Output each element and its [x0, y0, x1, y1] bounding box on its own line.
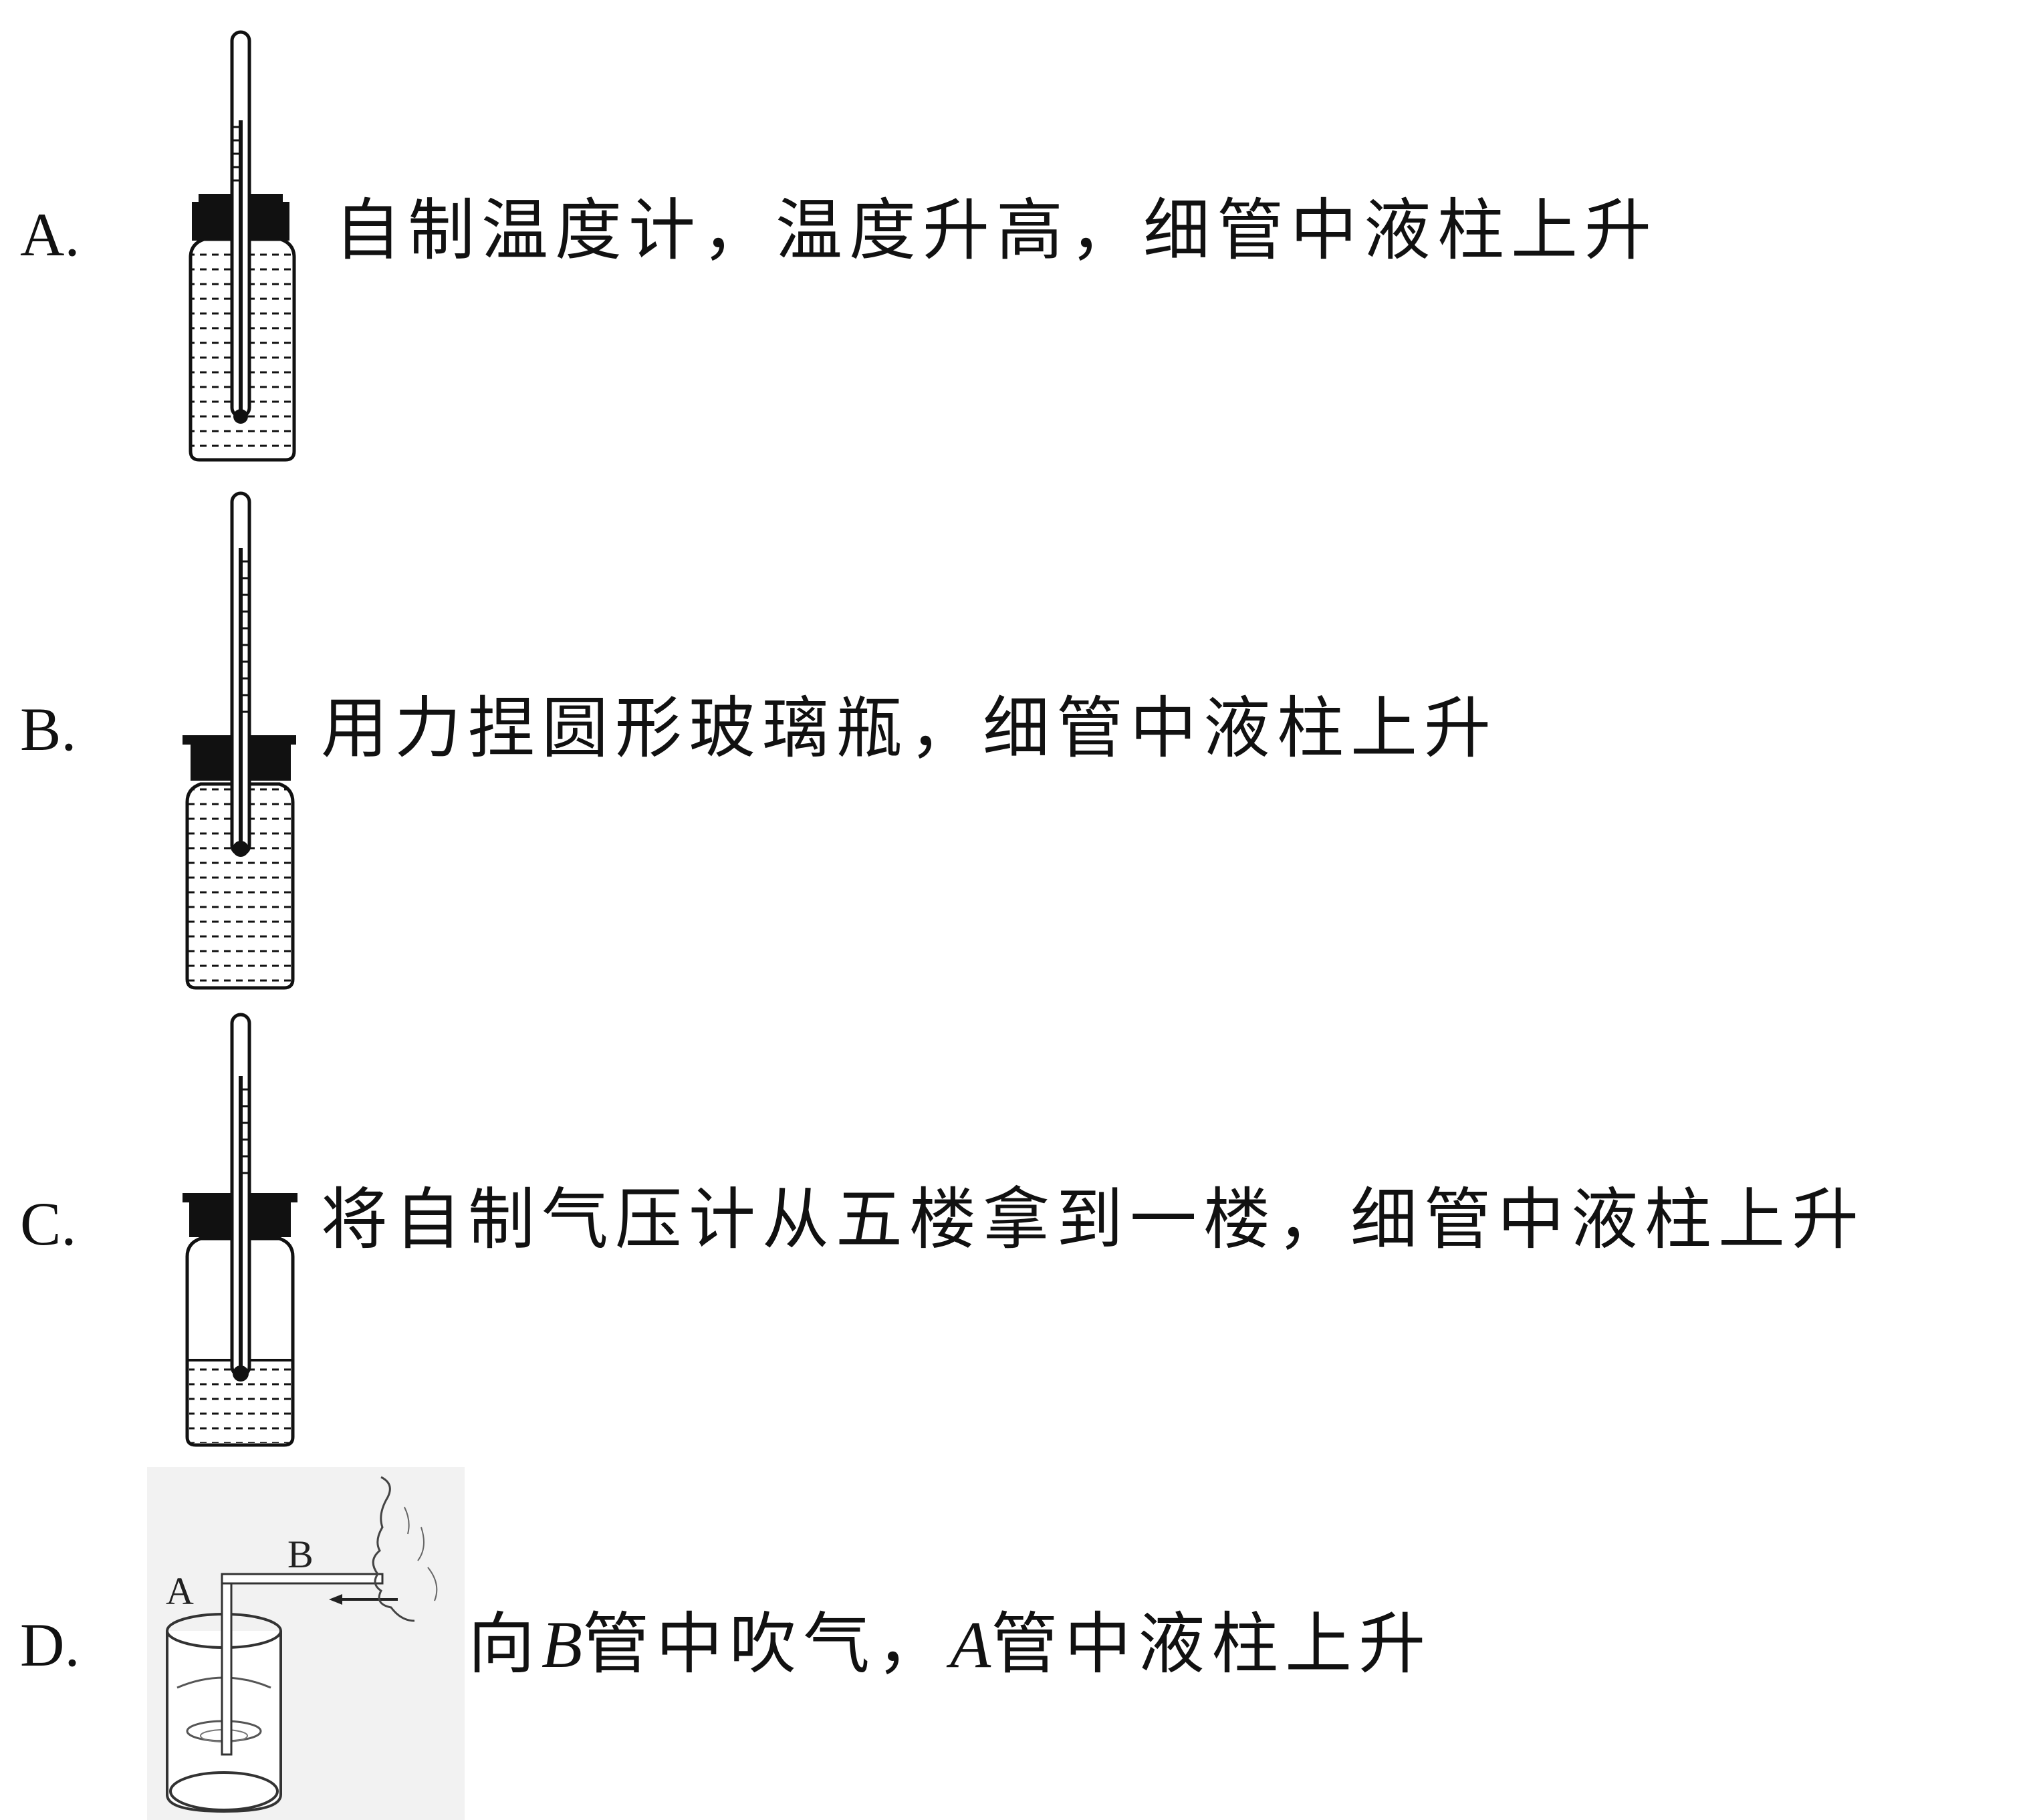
self-made-barometer-figure — [183, 1013, 297, 1447]
blowing-tube-beaker-figure: A B — [147, 1467, 465, 1820]
option-letter: B. — [20, 695, 77, 763]
pressure-bottle-figure — [183, 491, 296, 990]
text-part: 管中液柱上升 — [991, 1605, 1433, 1683]
self-made-thermometer-figure — [189, 30, 296, 462]
tube-a-ref: A — [950, 1607, 991, 1682]
text-part: 管中吹气， — [582, 1605, 951, 1683]
option-letter: A. — [20, 201, 80, 269]
tube-a-label: A — [166, 1569, 194, 1613]
tube-b-label: B — [287, 1533, 314, 1576]
text-part: 向 — [468, 1605, 542, 1683]
option-text: 将自制气压计从五楼拿到一楼，细管中液柱上升 — [321, 1180, 1865, 1259]
option-letter: C. — [20, 1190, 77, 1258]
option-text: 自制温度计，温度升高，细管中液柱上升 — [334, 191, 1658, 269]
option-text: 用力捏圆形玻璃瓶，细管中液柱上升 — [321, 689, 1497, 767]
tube-b-ref: B — [542, 1607, 583, 1682]
option-text: 向B管中吹气，A管中液柱上升 — [468, 1611, 1432, 1678]
option-letter: D. — [20, 1611, 80, 1679]
